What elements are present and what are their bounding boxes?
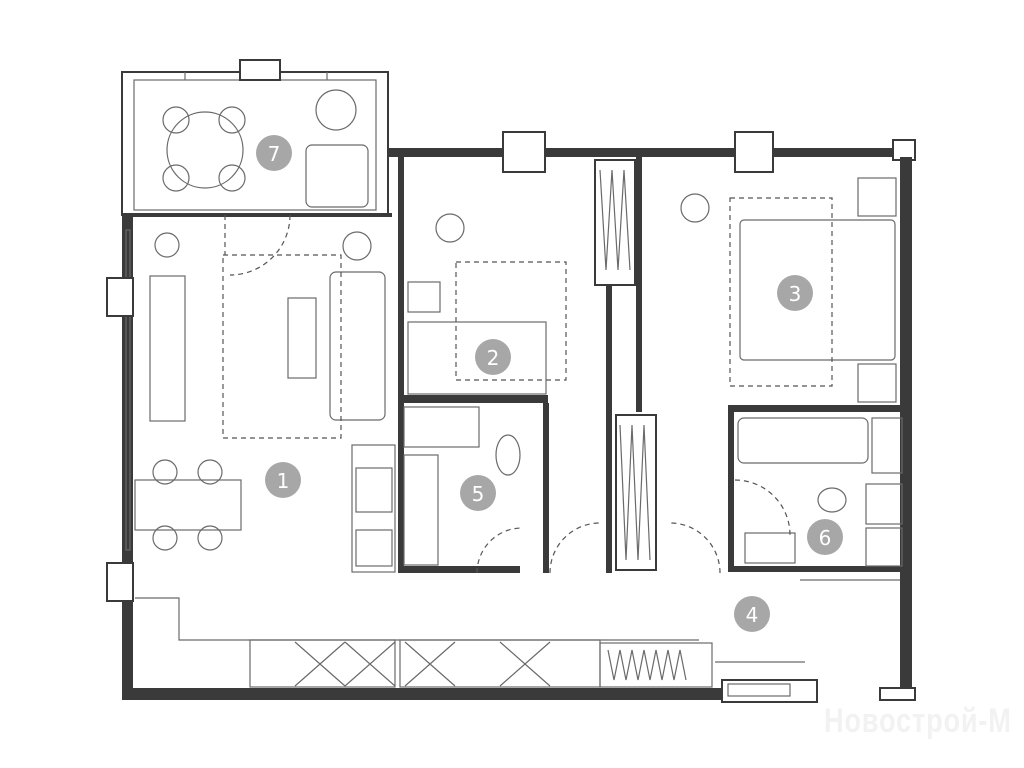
room-badge-5: 5	[460, 475, 496, 511]
room-number-1: 1	[277, 469, 290, 493]
watermark: Новострой-М	[824, 702, 1012, 740]
room-badge-6: 6	[807, 519, 843, 555]
furniture	[134, 89, 903, 574]
room-badge-4: 4	[734, 596, 770, 632]
room-number-5: 5	[472, 482, 485, 506]
room-badge-1: 1	[265, 462, 301, 498]
room-number-6: 6	[819, 526, 832, 550]
wardrobes	[594, 159, 900, 688]
outer-walls	[106, 131, 916, 703]
room-number-7: 7	[268, 142, 281, 166]
kitchen-counters	[135, 444, 699, 688]
room-badge-7: 7	[256, 135, 292, 171]
room-number-2: 2	[487, 346, 500, 370]
room-badge-2: 2	[475, 339, 511, 375]
room-number-3: 3	[789, 282, 802, 306]
interior-walls	[398, 157, 903, 573]
balcony-walls	[121, 59, 389, 216]
room-badge-3: 3	[777, 275, 813, 311]
room-number-4: 4	[746, 603, 759, 627]
